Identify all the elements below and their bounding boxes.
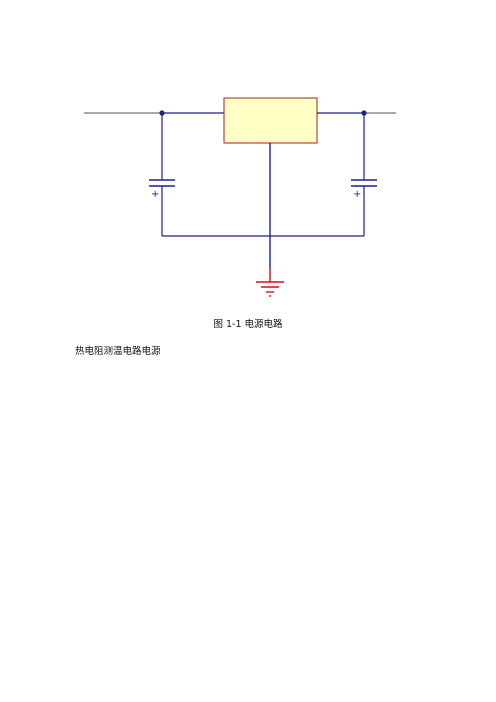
power-supply-circuit-diagram: + + <box>84 97 396 297</box>
left-capacitor-plus-label: + <box>151 189 159 200</box>
voltage-regulator-block <box>223 97 318 144</box>
body-text: 热电阻测温电路电源 <box>75 346 161 357</box>
ground-icon <box>256 268 284 297</box>
left-capacitor: + <box>149 113 175 236</box>
figure-caption: 图 1-1 电源电路 <box>213 319 283 330</box>
right-capacitor: + <box>351 113 377 236</box>
right-capacitor-plus-label: + <box>353 189 361 200</box>
